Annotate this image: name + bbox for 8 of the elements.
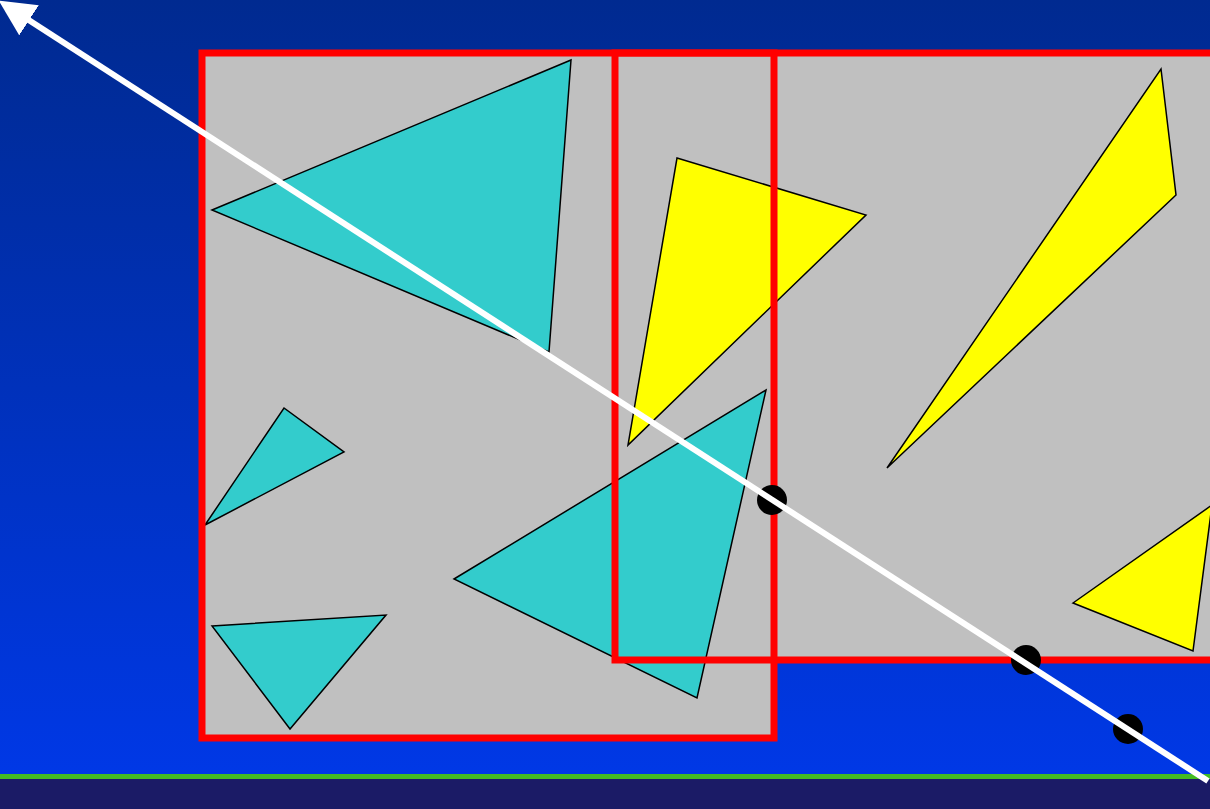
- triangle: [626, 157, 868, 448]
- triangle: [210, 58, 572, 354]
- triangle: [210, 614, 388, 731]
- triangle: [886, 66, 1177, 469]
- triangle: [204, 406, 346, 526]
- triangle: [1071, 503, 1210, 653]
- triangle: [452, 388, 768, 700]
- bounding-box: [611, 49, 1210, 664]
